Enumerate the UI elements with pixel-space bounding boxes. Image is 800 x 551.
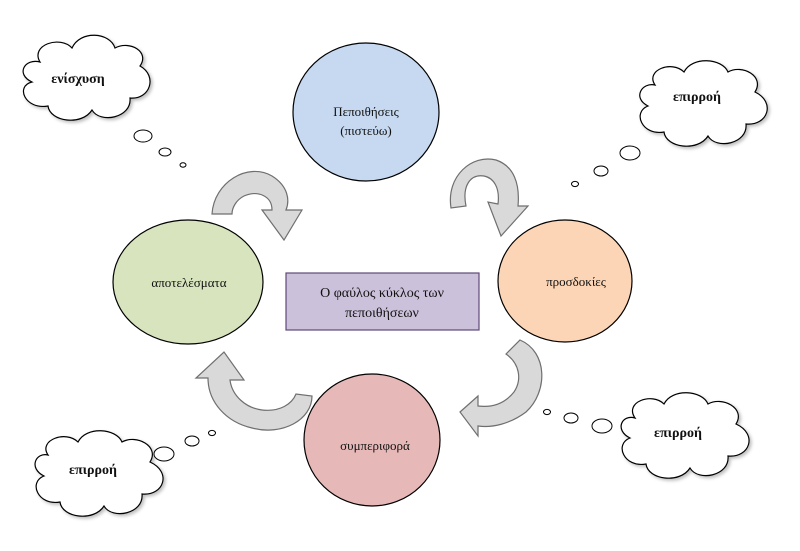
node-beliefs: Πεποιθήσεις (πιστεύω) bbox=[292, 42, 440, 182]
node-beliefs-circle bbox=[292, 42, 440, 182]
cloud-bubble bbox=[184, 435, 200, 447]
center-title-box: Ο φαύλος κύκλος των πεποιθήσεων bbox=[285, 272, 480, 331]
node-behavior-label: συμπεριφορά bbox=[340, 438, 410, 453]
cloud-bubble bbox=[543, 408, 551, 416]
node-results-label: αποτελέσματα bbox=[151, 275, 226, 290]
node-beliefs-line1: Πεποιθήσεις bbox=[333, 104, 399, 119]
cloud-bubble bbox=[591, 418, 613, 434]
cloud-bubble bbox=[208, 429, 216, 437]
cloud-top-right: επιρροή bbox=[571, 60, 768, 188]
curved-arrow-bottom-left bbox=[194, 351, 313, 431]
node-expectations: προσδοκίες bbox=[497, 219, 633, 343]
node-results-circle bbox=[112, 219, 264, 345]
cloud-bubble bbox=[571, 180, 579, 188]
cloud-bubble bbox=[619, 145, 641, 161]
curved-arrow-top-left bbox=[211, 170, 304, 242]
cloud-bubble bbox=[563, 412, 579, 424]
center-title-line2: πεποιθήσεων bbox=[345, 306, 419, 321]
cloud-top-right-label: επιρροή bbox=[673, 90, 721, 105]
center-title-rect bbox=[285, 272, 480, 331]
cloud-bubble bbox=[133, 129, 153, 143]
node-behavior-circle bbox=[303, 373, 441, 507]
curved-arrow-top-right bbox=[449, 158, 530, 238]
cloud-bubble bbox=[158, 147, 172, 157]
cloud-bottom-right: επιρροή bbox=[543, 392, 750, 479]
cloud-top-left: ενίσχυση bbox=[22, 34, 187, 168]
curved-arrow-bottom-right bbox=[459, 339, 543, 438]
node-expectations-circle bbox=[497, 219, 633, 343]
cloud-bottom-left: επιρροή bbox=[34, 429, 216, 517]
cloud-bubble bbox=[593, 165, 609, 177]
cloud-top-left-label: ενίσχυση bbox=[51, 72, 105, 87]
node-behavior: συμπεριφορά bbox=[303, 373, 441, 507]
cloud-bubble bbox=[153, 446, 175, 462]
node-expectations-label: προσδοκίες bbox=[546, 274, 607, 289]
node-results: αποτελέσματα bbox=[112, 219, 264, 345]
center-title-line1: Ο φαύλος κύκλος των bbox=[320, 286, 444, 301]
cloud-bubble bbox=[179, 162, 187, 168]
cloud-bottom-left-label: επιρροή bbox=[69, 463, 117, 478]
node-beliefs-line2: (πιστεύω) bbox=[340, 123, 391, 138]
cloud-bottom-right-label: επιρροή bbox=[654, 426, 702, 441]
